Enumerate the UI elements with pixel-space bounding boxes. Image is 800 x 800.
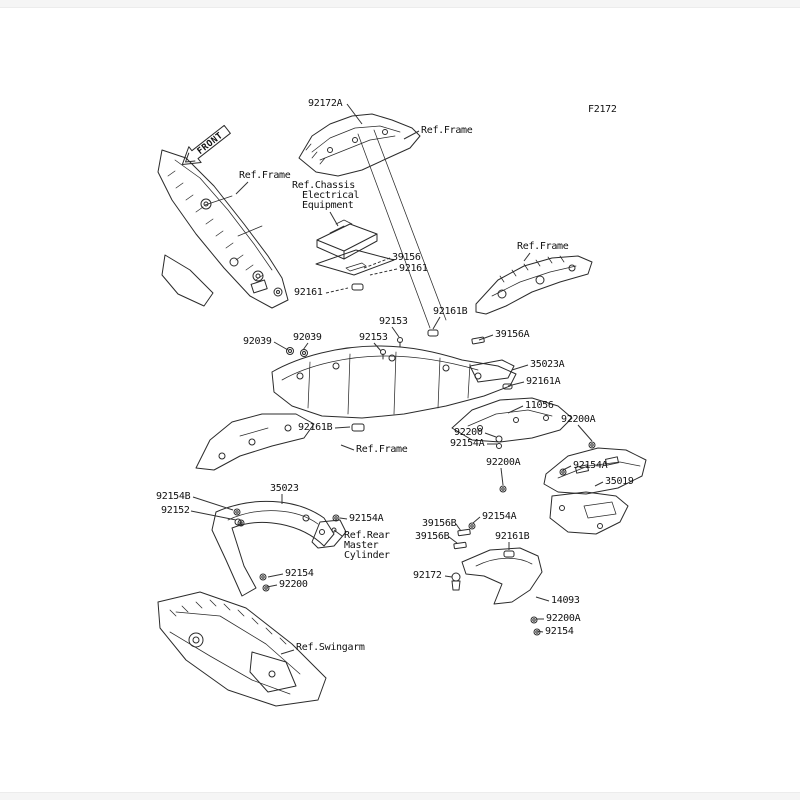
- part-label-92039: 92039: [293, 332, 322, 343]
- leader-line: [373, 342, 382, 352]
- part-label-ref-chassis: Ref.Chassis: [292, 180, 355, 191]
- part-left-frame: [157, 149, 289, 309]
- part-label-92154a: 92154A: [349, 513, 384, 524]
- leader-line: [448, 536, 458, 544]
- part-label-92200a: 92200A: [561, 414, 596, 425]
- leader-line: [325, 287, 349, 294]
- leader-line: [346, 103, 363, 125]
- part-label-92161: 92161: [294, 287, 323, 298]
- leader-line: [577, 424, 593, 442]
- part-label-92200a: 92200A: [546, 613, 581, 624]
- leader-line: [334, 426, 351, 429]
- part-swingarm: [157, 591, 327, 707]
- leader-line: [235, 181, 249, 195]
- leader-line: [266, 584, 278, 588]
- diagram-code: F2172: [588, 104, 617, 115]
- part-label-92154: 92154: [285, 568, 314, 579]
- part-label-ref-frame: Ref.Frame: [421, 125, 473, 136]
- part-label-92154a: 92154A: [482, 511, 517, 522]
- part-ecu-box: [315, 219, 395, 276]
- part-label-35023: 35023: [270, 483, 299, 494]
- leader-line: [523, 252, 531, 262]
- part-label-39156: 39156: [392, 252, 421, 263]
- fasteners: [233, 283, 596, 636]
- leader-line: [190, 510, 237, 521]
- part-master-cylinder-bracket: [311, 519, 347, 549]
- part-label-equipment: Equipment: [302, 200, 354, 211]
- part-label-92153: 92153: [379, 316, 408, 327]
- leader-line: [500, 467, 504, 486]
- part-label-92154: 92154: [545, 626, 574, 637]
- part-label-92154a: 92154A: [573, 460, 608, 471]
- leader-line: [444, 575, 453, 578]
- part-grab-rail: [211, 500, 335, 597]
- part-label-11056: 11056: [525, 400, 554, 411]
- part-fender-upper: [451, 397, 573, 443]
- leader-line: [302, 342, 309, 351]
- part-label-92200: 92200: [279, 579, 308, 590]
- leader-line: [280, 649, 295, 655]
- part-label-92154b: 92154B: [156, 491, 191, 502]
- leader-line: [340, 444, 355, 451]
- part-label-14093: 14093: [551, 595, 580, 606]
- part-label-ref-frame: Ref.Frame: [239, 170, 291, 181]
- leader-line: [329, 211, 339, 227]
- part-top-bracket: [298, 113, 421, 177]
- leader-line: [339, 517, 348, 520]
- leader-line: [472, 516, 481, 524]
- leader-line: [403, 130, 420, 140]
- part-label-92152: 92152: [161, 505, 190, 516]
- part-label-electrical: Electrical: [302, 190, 360, 201]
- part-label-92172a: 92172A: [308, 98, 343, 109]
- leader-line: [267, 573, 284, 578]
- leader-line: [507, 381, 525, 387]
- leader-line: [273, 341, 289, 351]
- leader-line: [192, 496, 234, 511]
- part-label-ref-frame: Ref.Frame: [356, 444, 408, 455]
- part-inner-fender: [271, 345, 517, 419]
- part-label-92039: 92039: [243, 336, 272, 347]
- part-label-92154a: 92154A: [450, 438, 485, 449]
- leader-line: [511, 364, 529, 371]
- leader-line: [594, 481, 604, 487]
- leader-line: [478, 334, 494, 341]
- part-label-92153: 92153: [359, 332, 388, 343]
- page-top-edge: [0, 0, 800, 8]
- part-label-92161a: 92161A: [526, 376, 561, 387]
- part-label-cylinder: Cylinder: [344, 550, 390, 561]
- leader-line: [432, 316, 441, 330]
- part-label-35023a: 35023A: [530, 359, 565, 370]
- page-bottom-edge: [0, 792, 800, 800]
- part-label-39156b: 39156B: [415, 531, 450, 542]
- leader-line: [484, 432, 497, 438]
- part-label-92161b: 92161B: [298, 422, 333, 433]
- part-label-ref-rear: Ref.Rear: [344, 530, 390, 541]
- part-label-39156b: 39156B: [422, 518, 457, 529]
- leader-line: [391, 326, 400, 338]
- leader-line: [535, 596, 550, 602]
- leader-line: [455, 523, 462, 532]
- leader-line: [536, 630, 544, 633]
- part-rear-fender: [543, 447, 647, 535]
- part-label-35019: 35019: [605, 476, 634, 487]
- part-label-92200: 92200: [454, 427, 483, 438]
- leader-line: [507, 405, 524, 414]
- leader-line: [562, 465, 572, 471]
- part-label-92161: 92161: [399, 263, 428, 274]
- part-label-92161b: 92161B: [495, 531, 530, 542]
- part-label-ref-frame: Ref.Frame: [517, 241, 569, 252]
- part-label-master: Master: [344, 540, 379, 551]
- part-label-92172: 92172: [413, 570, 442, 581]
- part-right-frame: [475, 255, 593, 315]
- part-mud-flap: [461, 547, 543, 605]
- part-label-ref-swingarm: Ref.Swingarm: [296, 642, 365, 653]
- part-label-92200a: 92200A: [486, 457, 521, 468]
- leader-line: [333, 529, 343, 537]
- part-label-39156a: 39156A: [495, 329, 530, 340]
- part-left-bracket: [195, 413, 315, 471]
- part-label-92161b: 92161B: [433, 306, 468, 317]
